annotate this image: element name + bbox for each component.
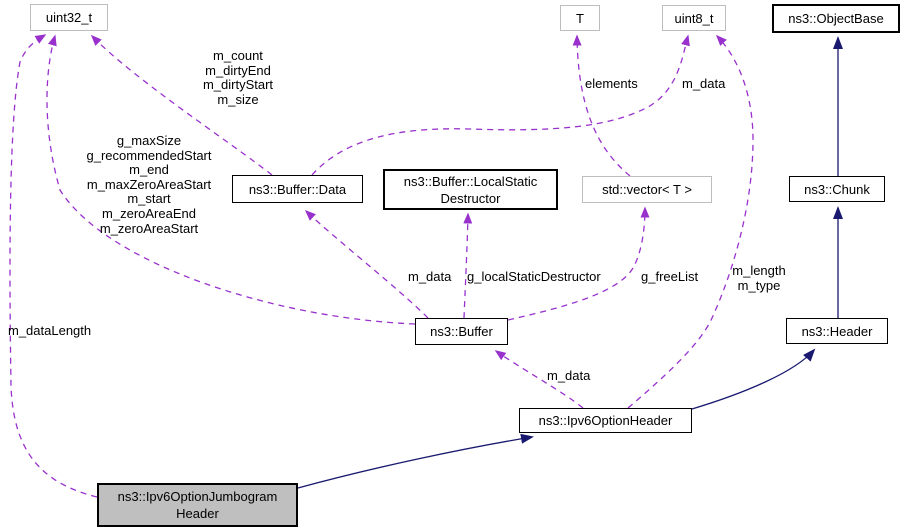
node-label: uint32_t [45, 10, 93, 25]
node-label: ns3::Chunk [804, 181, 870, 197]
edge-option-header-to-buffer [494, 350, 584, 409]
node-t: T [560, 5, 600, 31]
node-label: ns3::Ipv6OptionHeader [538, 413, 673, 428]
edge-buffer-to-vector [507, 206, 650, 321]
edge-label-m-length-m-type: m_length m_type [732, 263, 786, 293]
node-label: ns3::Buffer::Data [248, 181, 347, 197]
edge-label-buffer-data-members: m_count m_dirtyEnd m_dirtyStart m_size [202, 48, 274, 107]
edge-buffer-to-destructor [463, 212, 473, 319]
node-ns3-buffer-data[interactable]: ns3::Buffer::Data [232, 175, 363, 203]
node-ns3-ipv6-option-jumbogram-header: ns3::Ipv6OptionJumbogram Header [97, 483, 298, 527]
edge-label-m-data-option-header: m_data [547, 368, 591, 383]
node-label: T [576, 10, 584, 26]
edge-label-elements: elements [585, 76, 638, 91]
edge-jumbogram-to-uint32 [9, 34, 98, 498]
edge-label-m-data-uint8: m_data [682, 76, 726, 91]
node-label: ns3::ObjectBase [788, 11, 884, 26]
node-ns3-ipv6-option-header[interactable]: ns3::Ipv6OptionHeader [519, 408, 692, 433]
edge-jumbogram-to-option-header [297, 433, 534, 489]
node-label: ns3::Buffer::LocalStatic Destructor [403, 173, 538, 206]
node-ns3-chunk[interactable]: ns3::Chunk [789, 176, 885, 202]
node-ns3-buffer-local-static-destructor[interactable]: ns3::Buffer::LocalStatic Destructor [383, 169, 558, 210]
edge-label-m-data-buffer: m_data [408, 269, 452, 284]
node-label: ns3::Buffer [430, 324, 493, 339]
node-ns3-buffer[interactable]: ns3::Buffer [415, 318, 508, 345]
node-std-vector-t: std::vector< T > [582, 176, 712, 203]
node-ns3-header[interactable]: ns3::Header [786, 318, 888, 344]
node-uint8-t: uint8_t [662, 5, 726, 31]
node-label: std::vector< T > [602, 182, 692, 197]
edge-option-header-to-header [691, 348, 816, 410]
edge-label-g-localstaticdestructor: g_localStaticDestructor [467, 269, 601, 284]
edge-buffer-to-buffer-data [304, 209, 429, 319]
edge-label-g-freelist: g_freeList [641, 269, 699, 284]
node-label: ns3::Ipv6OptionJumbogram Header [117, 489, 278, 521]
edge-buffer-to-uint32 [46, 34, 416, 325]
node-ns3-object-base[interactable]: ns3::ObjectBase [772, 4, 900, 33]
edge-option-header-to-uint8 [627, 34, 754, 409]
edge-buffer-data-to-uint8 [311, 34, 690, 176]
edge-label-m-datalength: m_dataLength [8, 323, 92, 338]
node-label: uint8_t [674, 10, 714, 26]
edge-buffer-data-to-uint32 [90, 34, 273, 176]
node-label: ns3::Header [801, 323, 873, 339]
edge-vector-to-t [572, 34, 631, 177]
node-uint32-t: uint32_t [30, 4, 108, 31]
edge-label-buffer-members: g_maxSize g_recommendedStart m_end m_max… [86, 133, 212, 236]
